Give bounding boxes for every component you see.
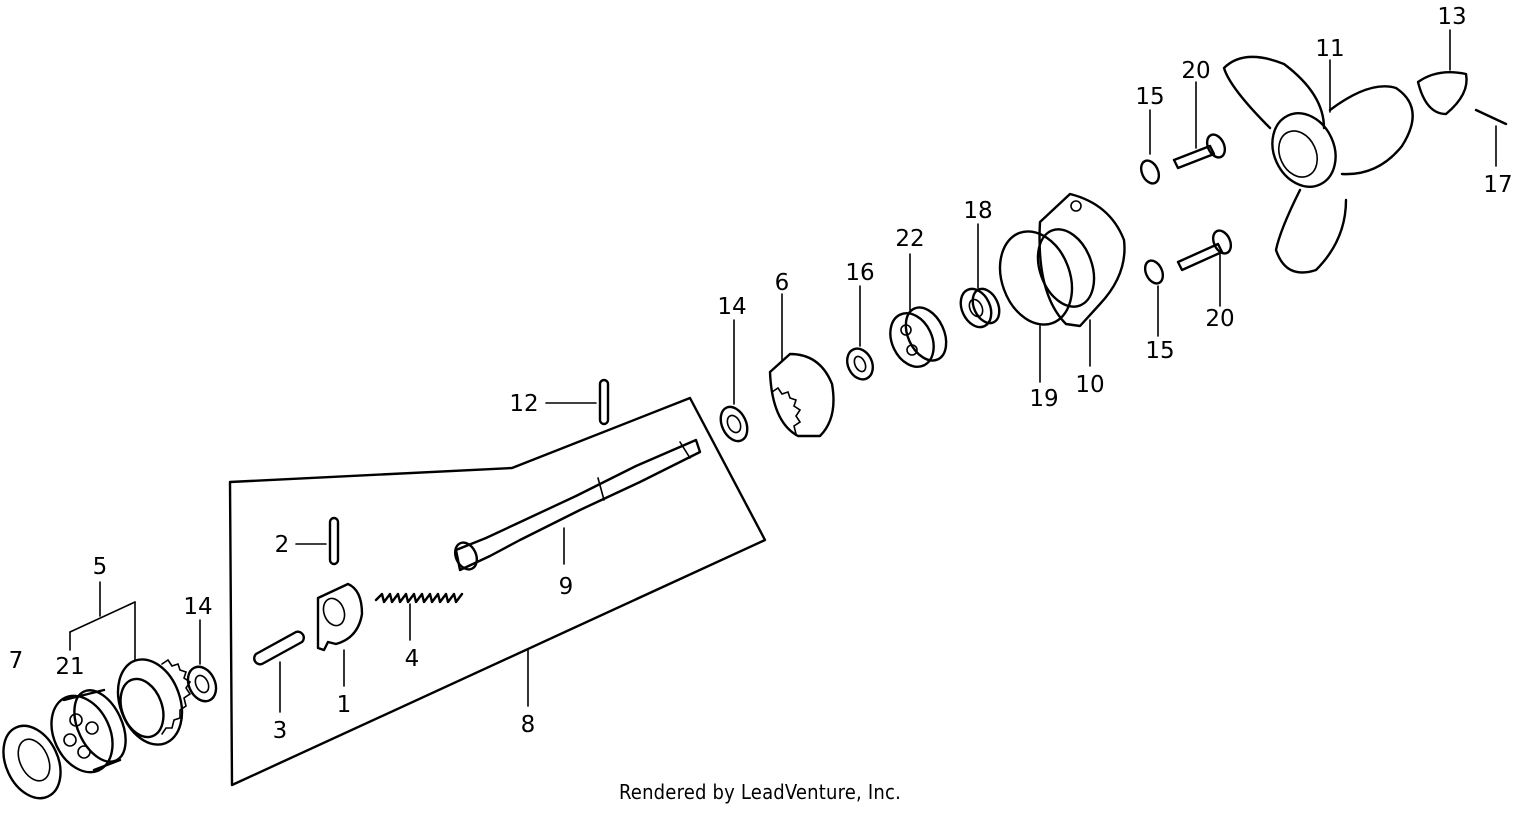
part-2-pin[interactable] [295,516,340,566]
part-7-washer[interactable] [0,717,72,808]
callout-14-lower: 14 [183,594,212,620]
part-15-washer-upper[interactable] [1138,109,1163,186]
callout-11: 11 [1315,36,1344,62]
part-5-gear[interactable] [107,650,193,753]
part-20-bolt-upper[interactable] [1172,81,1228,170]
callout-13: 13 [1437,4,1466,30]
callout-4: 4 [405,646,420,672]
part-3-pin[interactable] [253,630,305,713]
part-4-spring[interactable] [374,592,464,641]
part-1-clutch[interactable] [316,582,364,687]
part-20-bolt-lower[interactable] [1176,228,1234,307]
part-11-propeller[interactable] [1222,55,1414,274]
callout-19: 19 [1029,386,1058,412]
callout-18: 18 [963,198,992,224]
footer-credit: Rendered by LeadVenture, Inc. [0,780,1520,804]
part-18-bushing[interactable] [955,223,1005,332]
callout-17: 17 [1483,172,1512,198]
part-16-seal[interactable] [842,285,877,384]
part-15-washer-lower[interactable] [1142,258,1167,337]
part-17-pin[interactable] [1474,108,1508,167]
callout-8: 8 [521,712,536,738]
callout-14-upper: 14 [717,294,746,320]
part-14-washer-lower[interactable] [183,619,222,706]
callout-15-upper: 15 [1135,84,1164,110]
part-21-bearing[interactable] [40,682,136,782]
callout-22: 22 [895,226,924,252]
bracket-5 [69,581,136,661]
part-22-bearing[interactable] [882,253,954,374]
assembly-8-outline [228,396,767,787]
callout-15-lower: 15 [1145,338,1174,364]
callout-20-lower: 20 [1205,306,1234,332]
part-9-shaft[interactable] [451,438,702,573]
callout-10: 10 [1075,372,1104,398]
part-13-cap[interactable] [1416,29,1468,116]
credit-text: Rendered by LeadVenture, Inc. [619,780,901,804]
part-12-pin[interactable] [545,378,610,426]
callout-16: 16 [845,260,874,286]
callout-20-upper: 20 [1181,58,1210,84]
callout-6: 6 [775,270,790,296]
part-6-gear[interactable] [768,293,835,438]
part-19-o-ring[interactable] [988,221,1085,383]
part-14-washer-upper[interactable] [716,319,753,445]
callout-12: 12 [509,391,538,417]
callout-5: 5 [93,554,108,580]
part-10-housing[interactable] [1028,192,1126,367]
callout-9: 9 [559,574,574,600]
callout-7: 7 [9,648,24,674]
callout-2: 2 [275,532,290,558]
callout-3: 3 [273,718,288,744]
callout-1: 1 [337,692,352,718]
callout-21: 21 [55,654,84,680]
